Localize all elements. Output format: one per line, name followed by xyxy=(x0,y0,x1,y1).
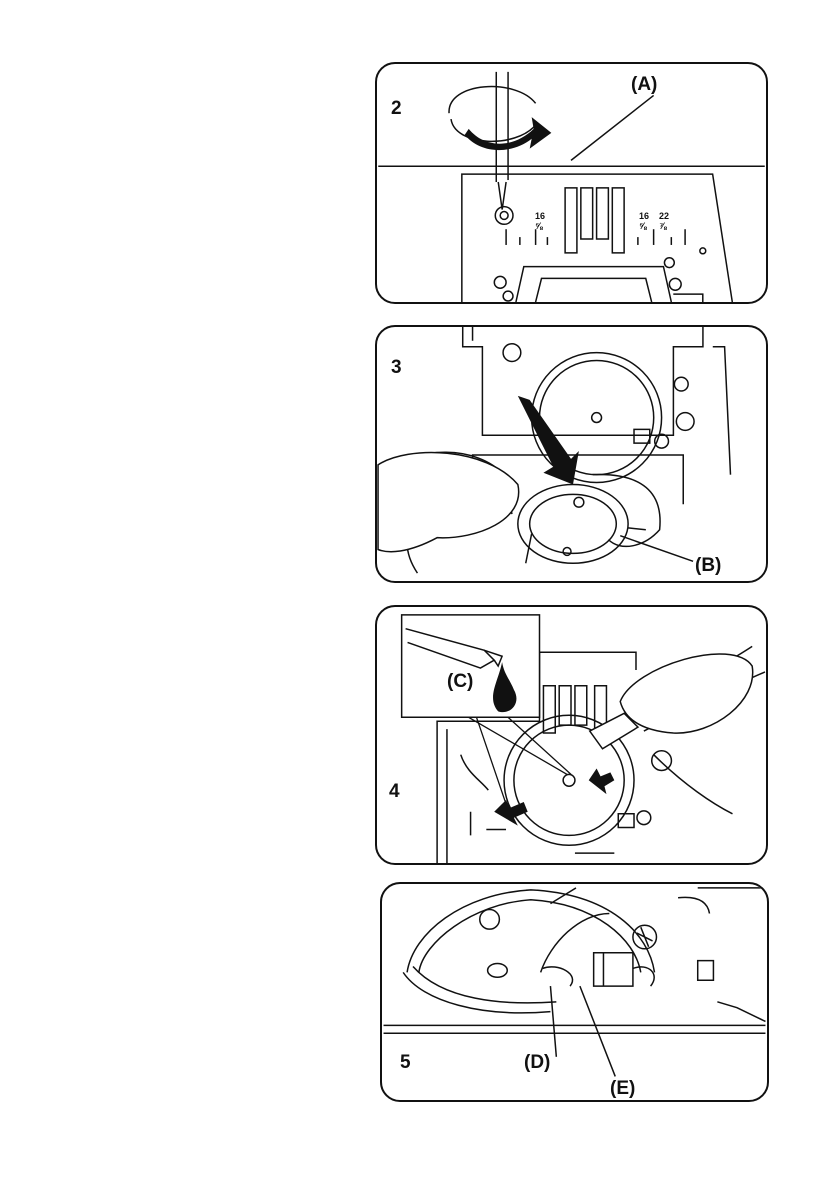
bobbin-case-removal-illustration xyxy=(377,327,766,581)
callout-label: (B) xyxy=(695,555,721,577)
callout-label: (C) xyxy=(447,671,473,693)
figure-step-2: 2 (A) 16 ⅝ 16 ⅝ 22 ⅞ xyxy=(375,62,768,304)
oil-drop-inset xyxy=(402,615,540,717)
figure-step-5: 5 (D) (E) xyxy=(380,882,769,1102)
bobbin-case-installation-illustration xyxy=(382,884,767,1100)
figure-step-5-panel: 5 (D) (E) xyxy=(380,882,769,1102)
figure-step-3-panel: 3 (B) xyxy=(375,325,768,583)
needle-plate-removal-illustration xyxy=(377,64,766,302)
hook-race-oiling-illustration xyxy=(377,607,766,863)
scale-mark: ⅞ xyxy=(659,222,667,231)
figure-step-2-panel: 2 (A) 16 ⅝ 16 ⅝ 22 ⅞ xyxy=(375,62,768,304)
step-number: 4 xyxy=(389,781,400,803)
figure-step-4-panel: 4 (C) xyxy=(375,605,768,865)
scale-mark: ⅝ xyxy=(535,222,543,231)
callout-label: (D) xyxy=(524,1052,550,1074)
figure-step-4: 4 (C) xyxy=(375,605,768,865)
scale-mark: 16 xyxy=(535,212,545,221)
step-number: 5 xyxy=(400,1052,411,1074)
step-number: 3 xyxy=(391,357,402,379)
scale-mark: 22 xyxy=(659,212,669,221)
callout-label: (E) xyxy=(610,1078,635,1100)
scale-mark: ⅝ xyxy=(639,222,647,231)
callout-label: (A) xyxy=(631,74,657,96)
step-number: 2 xyxy=(391,98,402,120)
figure-step-3: 3 (B) xyxy=(375,325,768,583)
scale-mark: 16 xyxy=(639,212,649,221)
